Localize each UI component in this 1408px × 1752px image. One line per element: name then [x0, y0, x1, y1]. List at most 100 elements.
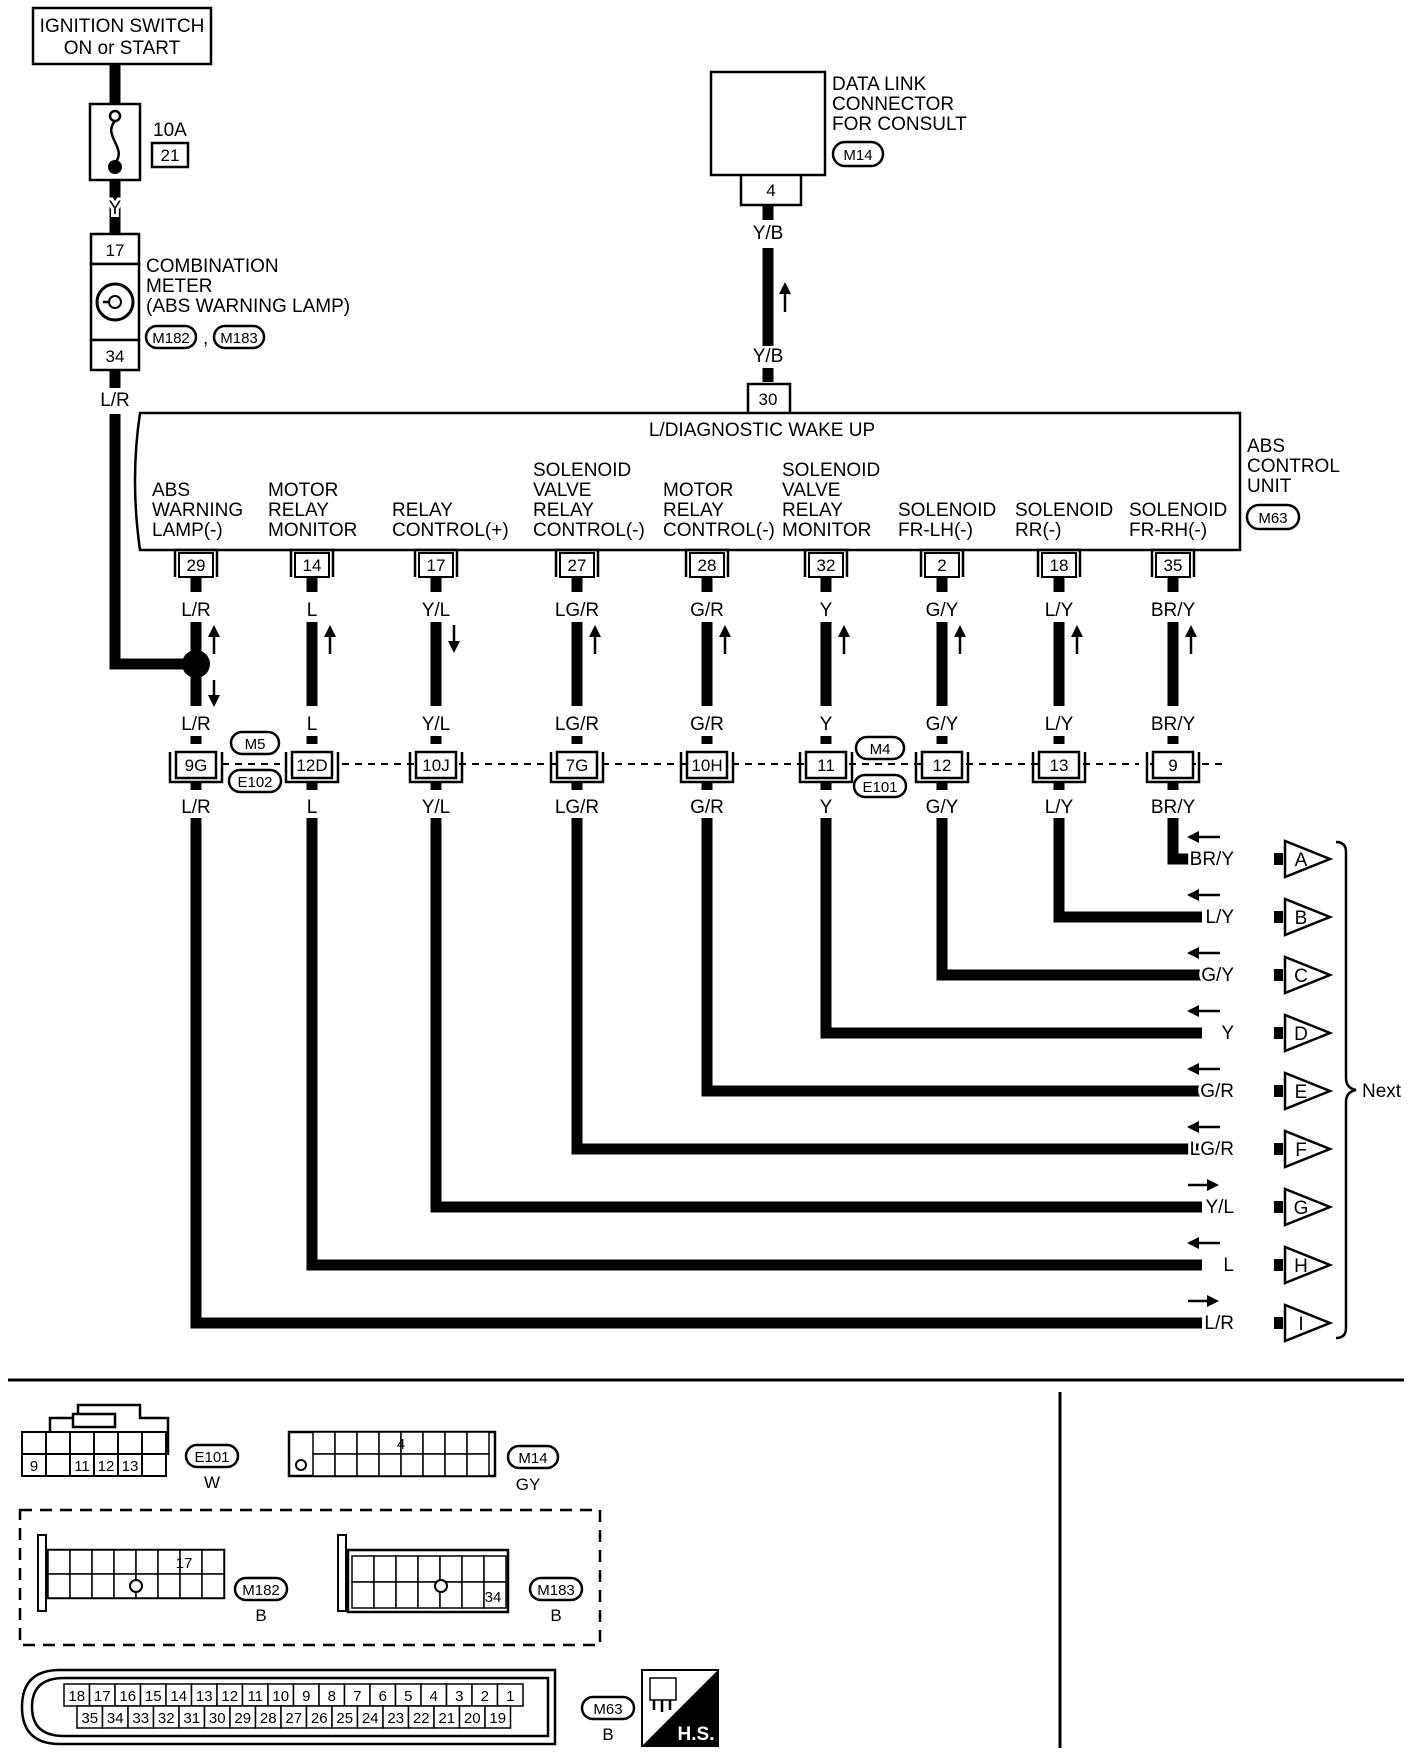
connector-pin: 4: [397, 1436, 405, 1453]
terminal-label-line: FR-LH(-): [898, 520, 973, 541]
meter-line3: (ABS WARNING LAMP): [146, 296, 350, 317]
connector-e101-color: W: [204, 1473, 220, 1492]
data-link-connector: 4 DATA LINK CONNECTOR FOR CONSULT M14: [709, 70, 967, 207]
meter-line1: COMBINATION: [146, 256, 279, 277]
connector-pin: 10: [272, 1688, 289, 1705]
terminal-pin: 32: [817, 556, 836, 575]
connector-pin: 11: [247, 1688, 263, 1705]
connector-pin: 18: [68, 1688, 85, 1705]
junction-pin-11: 11: [798, 750, 854, 784]
connector-m182-name: M182: [242, 1582, 280, 1599]
connector-m14-name: M14: [518, 1450, 547, 1467]
junction-pin-label: 10H: [691, 756, 722, 775]
wire-label: L/R: [181, 600, 211, 621]
junction-pin-label: 13: [1050, 756, 1069, 775]
meter-line2: METER: [146, 276, 213, 297]
connector-pin: 4: [430, 1688, 438, 1705]
ecu-line3: UNIT: [1247, 476, 1292, 497]
terminal-label-line: RR(-): [1015, 520, 1061, 541]
output-wire-label: Y: [1221, 1023, 1234, 1044]
connector-pin: 12: [98, 1458, 115, 1475]
dlc-line3: FOR CONSULT: [832, 114, 967, 135]
terminal-label-line: MONITOR: [268, 520, 357, 541]
connector-pin: 17: [94, 1688, 111, 1705]
junction-badge-e102: E102: [237, 774, 272, 791]
terminal-label-line: RELAY: [268, 500, 329, 521]
connector-pin: 21: [438, 1710, 455, 1727]
wire-label: BR/Y: [1151, 600, 1196, 621]
junction-badge-e101: E101: [862, 779, 897, 796]
terminal-pin: 28: [698, 556, 717, 575]
arrow-left-icon: [1187, 1121, 1220, 1133]
terminal-label-line: SOLENOID: [533, 460, 631, 481]
output-wire-label: L: [1223, 1255, 1234, 1276]
meter-pin-17: 17: [106, 241, 125, 260]
connector-pin: 34: [485, 1589, 502, 1606]
dlc-pin-4: 4: [766, 181, 775, 200]
connector-pin: 15: [145, 1688, 162, 1705]
connector-m183-color: B: [550, 1606, 561, 1625]
wire-label: L/R: [181, 714, 211, 735]
meter-conn-m182: M182: [152, 330, 190, 347]
junction-pin-7G: 7G: [549, 750, 605, 784]
terminal-label-line: SOLENOID: [782, 460, 880, 481]
dlc-conn-m14: M14: [843, 147, 872, 164]
junction-pin-10H: 10H: [679, 750, 735, 784]
dlc-line1: DATA LINK: [832, 74, 927, 95]
wire-label: Y: [820, 600, 833, 621]
connector-pin: 26: [311, 1710, 328, 1727]
junction-pin-label: 12: [933, 756, 952, 775]
junction-pin-12: 12: [914, 750, 970, 784]
junction-pin-label: 11: [817, 756, 835, 775]
output-letter: H: [1294, 1256, 1308, 1277]
connector-pin: 14: [170, 1688, 187, 1705]
terminal-label-line: SOLENOID: [1129, 500, 1227, 521]
wire-label: BR/Y: [1151, 714, 1196, 735]
dlc-line2: CONNECTOR: [832, 94, 954, 115]
connector-pin: 8: [328, 1688, 336, 1705]
wire-label: G/Y: [926, 600, 959, 621]
terminal-label-line: RELAY: [392, 500, 453, 521]
ecu-wake-label: L/DIAGNOSTIC WAKE UP: [649, 420, 875, 441]
ignition-line2: ON or START: [64, 38, 181, 59]
wire-label: L: [307, 714, 318, 735]
wire-label: L/R: [181, 797, 211, 818]
output-wire-label: L/R: [1204, 1313, 1234, 1334]
meter-pin-34: 34: [106, 347, 125, 366]
output-letter: C: [1294, 966, 1308, 987]
output-wire-label: G/R: [1200, 1081, 1234, 1102]
terminal-label-line: CONTROL(-): [533, 520, 645, 541]
terminal-pin: 35: [1164, 556, 1183, 575]
junction-pin-10J: 10J: [408, 750, 464, 784]
output-wire-label: Y/L: [1205, 1197, 1234, 1218]
wire-label: L/Y: [1045, 797, 1074, 818]
arrow-left-icon: [1187, 947, 1220, 959]
terminal-label-line: CONTROL(-): [663, 520, 775, 541]
arrow-up-icon: [838, 625, 850, 654]
connector-pin: 24: [362, 1710, 379, 1727]
junction-pin-9: 9: [1145, 750, 1201, 784]
fuse: 10A 21: [88, 102, 190, 182]
connector-pin: 6: [379, 1688, 387, 1705]
wire-label: Y/L: [422, 600, 451, 621]
wire-label: LG/R: [555, 714, 599, 735]
junction-pin-label: 9: [1168, 756, 1177, 775]
output-wire-label: BR/Y: [1190, 849, 1235, 870]
ecu-pin-30: 30: [759, 390, 778, 409]
connector-pin: 32: [158, 1710, 175, 1727]
arrow-up-icon: [324, 625, 336, 654]
wire-label: L: [307, 600, 318, 621]
